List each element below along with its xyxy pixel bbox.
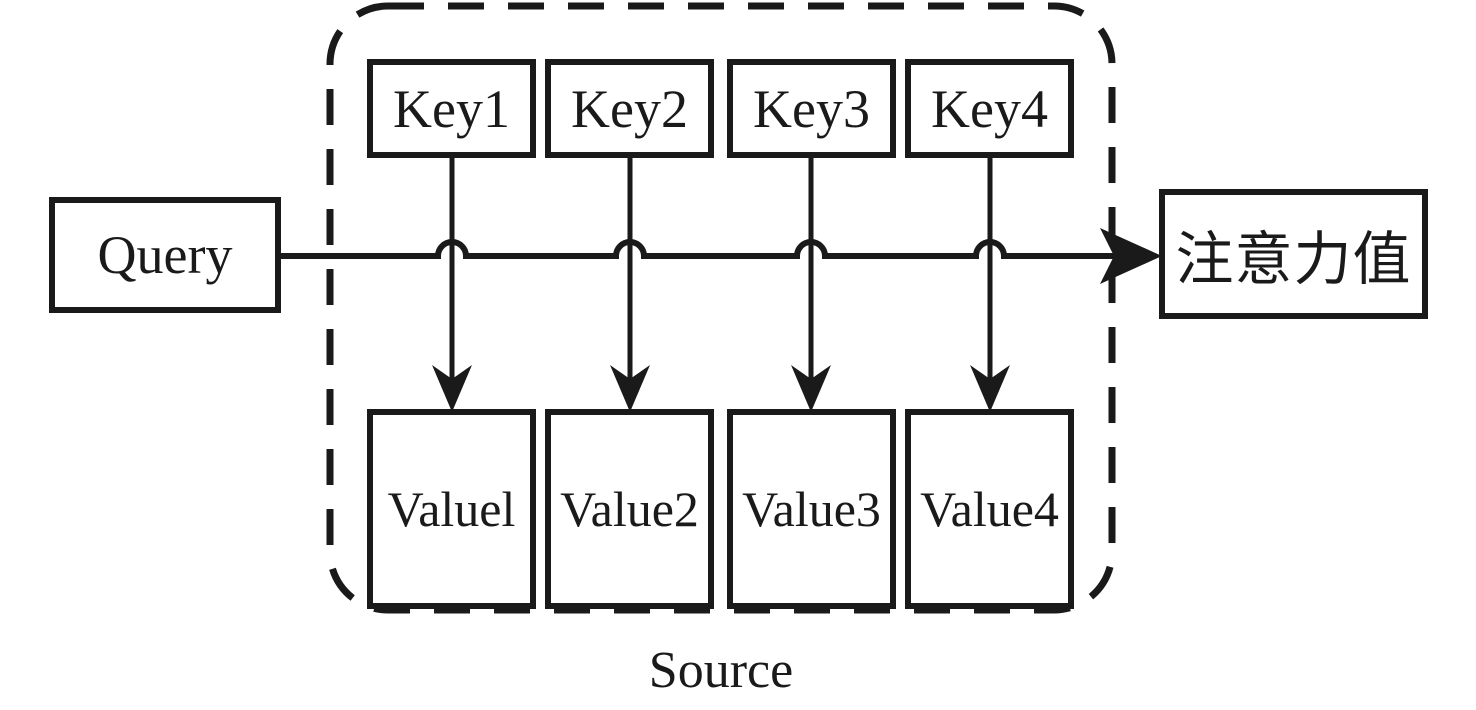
value-box-2[interactable] bbox=[545, 409, 714, 609]
value-box-1[interactable] bbox=[367, 409, 536, 609]
source-dashed-boundary bbox=[326, 2, 1116, 614]
key-box-3[interactable] bbox=[727, 59, 896, 158]
key-box-2[interactable] bbox=[545, 59, 714, 158]
value-box-3[interactable] bbox=[727, 409, 896, 609]
value-box-4[interactable] bbox=[905, 409, 1074, 609]
attention-value-box[interactable] bbox=[1159, 189, 1428, 319]
arrowhead-right-output bbox=[1100, 228, 1162, 284]
arrowhead-down-value2 bbox=[610, 365, 650, 412]
arrowhead-down-value1 bbox=[432, 365, 472, 412]
key-box-1[interactable] bbox=[367, 59, 536, 158]
query-box[interactable] bbox=[49, 197, 281, 313]
arrowhead-down-value4 bbox=[970, 365, 1010, 412]
key-box-4[interactable] bbox=[905, 59, 1074, 158]
query-attention-line bbox=[278, 239, 1126, 259]
arrowhead-down-value3 bbox=[791, 365, 831, 412]
